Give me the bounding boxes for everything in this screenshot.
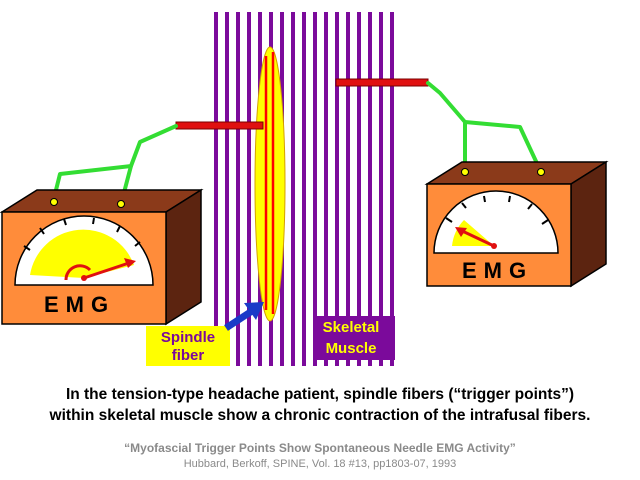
emg-meter-left: EMG [0, 188, 204, 326]
caption-line-1: In the tension-type headache patient, sp… [65, 386, 575, 403]
muscle-stripe [335, 12, 339, 366]
muscle-stripe [357, 12, 361, 366]
skeletal-label-line2: Muscle [326, 340, 377, 357]
gauge-dial-left [14, 215, 154, 286]
muscle-stripe [346, 12, 350, 366]
needle-electrode-left [175, 121, 264, 130]
muscle-stripe [379, 12, 383, 366]
muscle-stripe [291, 12, 295, 366]
emg-meter-right: EMG [424, 160, 609, 288]
pointer-arrow [224, 302, 264, 331]
emg-label-left: EMG [44, 292, 115, 317]
muscle-stripe [214, 12, 218, 366]
citation-reference: Hubbard, Berkoff, SPINE, Vol. 18 #13, pp… [183, 458, 457, 470]
muscle-stripe [302, 12, 306, 366]
muscle-stripe [225, 12, 229, 366]
skeletal-label-line1: Skeletal [323, 319, 380, 336]
gauge-dial-right [433, 190, 559, 254]
emg-label-right: EMG [462, 258, 533, 283]
citation-title: “Myofascial Trigger Points Show Spontane… [124, 441, 516, 455]
skeletal-muscle-label: Skeletal Muscle [313, 316, 395, 360]
muscle-stripe [247, 12, 251, 366]
needle-electrode-right [335, 78, 429, 87]
muscle-stripe [390, 12, 394, 366]
caption-line-2: within skeletal muscle show a chronic co… [49, 407, 591, 424]
spindle-fiber-label: Spindle fiber [146, 326, 230, 366]
spindle-label-line2: fiber [172, 347, 205, 364]
electrode-wires-right [426, 81, 543, 174]
muscle-stripe [236, 12, 240, 366]
muscle-stripe [324, 12, 328, 366]
muscle-stripe [368, 12, 372, 366]
muscle-stripe [313, 12, 317, 366]
muscle-spindle [254, 46, 286, 322]
spindle-label-line1: Spindle [161, 329, 215, 346]
skeletal-muscle-fibers [214, 12, 394, 366]
figure-caption: In the tension-type headache patient, sp… [0, 384, 640, 426]
